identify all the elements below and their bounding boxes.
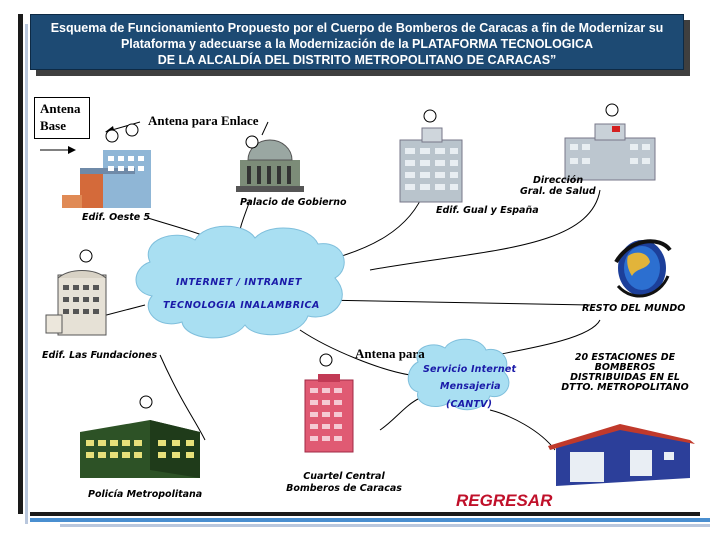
- antenna-pointer-arrow: [40, 146, 76, 154]
- antena-para-label: Antena para: [355, 346, 425, 361]
- cantv-cloud: [407, 338, 510, 411]
- cloud-cantv-line-2: Mensajeria: [440, 381, 501, 392]
- bottom-bar-dark: [30, 512, 700, 516]
- cuartel-line-2: Bomberos de Caracas: [286, 483, 402, 494]
- estaciones-line-4: DTTO. METROPOLITANO: [561, 382, 689, 393]
- policia-building: [80, 395, 200, 478]
- antena-enlace-label: Antena para Enlace: [148, 113, 259, 128]
- estaciones-label: 20 ESTACIONES DE BOMBEROS DISTRIBUIDAS E…: [560, 353, 690, 393]
- estaciones-line-3: DISTRIBUIDAS EN EL: [570, 372, 680, 383]
- fundaciones-label: Edif. Las Fundaciones: [42, 350, 158, 361]
- direccion-label-1: Dirección: [533, 175, 584, 186]
- estaciones-line-2: BOMBEROS: [594, 362, 656, 373]
- internet-cloud: [135, 225, 345, 339]
- cloud-main-line-1: INTERNET / INTRANET: [176, 277, 302, 288]
- regresar-button[interactable]: REGRESAR: [456, 491, 553, 510]
- edif-gual-label: Edif. Gual y España: [436, 205, 539, 216]
- palacio-label: Palacio de Gobierno: [240, 197, 347, 208]
- title-line-2: Plataforma y adecuarse a la Modernizació…: [120, 37, 594, 51]
- direccion-label-2: Gral. de Salud: [520, 186, 596, 197]
- page-title: Esquema de Funcionamiento Propuesto por …: [30, 14, 684, 70]
- cloud-main-line-2: TECNOLOGIA INALAMBRICA: [163, 300, 320, 311]
- policia-label: Policía Metropolitana: [88, 489, 203, 500]
- salud-building: [564, 103, 656, 181]
- bottom-bar-blue: [30, 518, 710, 522]
- fundaciones-building: [45, 249, 107, 336]
- globe-icon: [614, 239, 672, 298]
- bottom-bar-light: [60, 524, 710, 527]
- antena-base-line-2: Base: [40, 118, 66, 133]
- edif-oeste-label: Edif. Oeste 5: [82, 212, 151, 223]
- left-vertical-bar-light: [25, 24, 28, 524]
- palacio-building: [236, 135, 304, 192]
- resto-mundo-label: RESTO DEL MUNDO: [582, 303, 686, 314]
- title-line-1: Esquema de Funcionamiento Propuesto por …: [50, 21, 664, 35]
- fire-station-building: [548, 424, 695, 486]
- left-vertical-bar-dark: [18, 14, 23, 514]
- estaciones-line-1: 20 ESTACIONES DE: [574, 352, 676, 363]
- edif-gual-building: [399, 109, 463, 203]
- antena-base-line-1: Antena: [40, 101, 81, 116]
- cuartel-building: [304, 353, 354, 453]
- cuartel-line-1: Cuartel Central: [303, 471, 385, 482]
- antena-base-label-box: Antena Base: [34, 97, 90, 139]
- edif-oeste-building: [62, 123, 151, 208]
- cloud-cantv-line-3: (CANTV): [446, 399, 493, 410]
- title-line-3: DE LA ALCALDÍA DEL DISTRITO METROPOLITAN…: [157, 53, 557, 67]
- cuartel-label: Cuartel Central Bomberos de Caracas: [282, 471, 406, 495]
- cloud-cantv-line-1: Servicio Internet: [423, 364, 517, 375]
